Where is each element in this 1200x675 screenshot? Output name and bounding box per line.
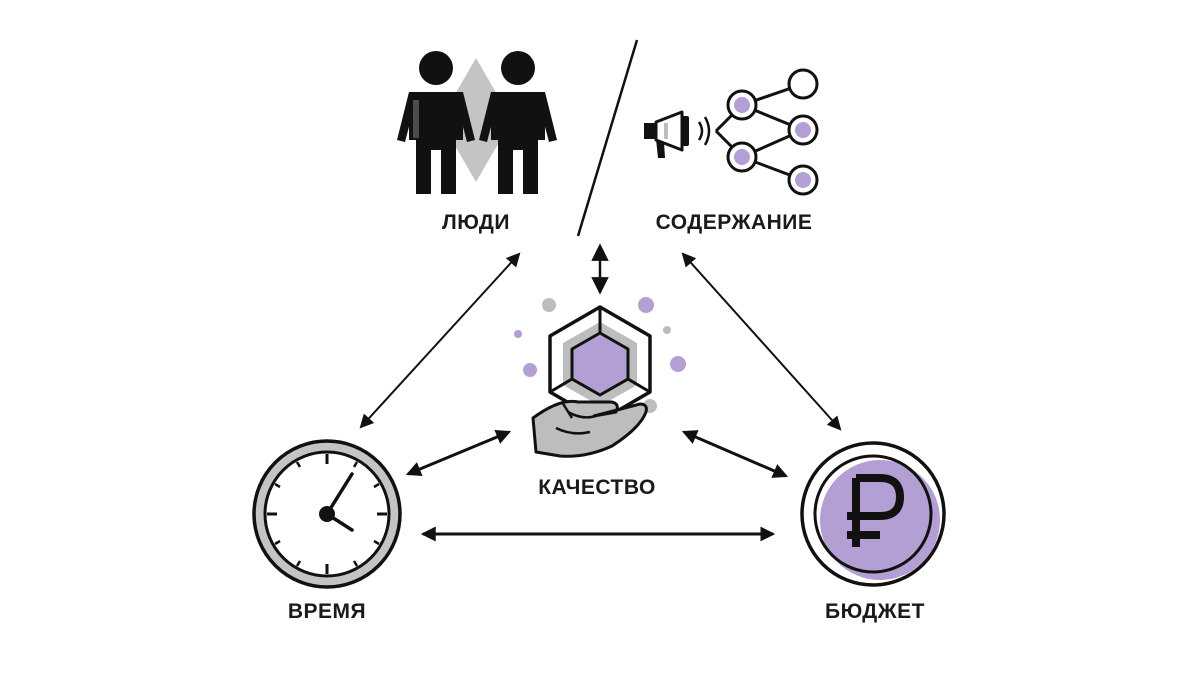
ruble-coin-icon [800,441,946,587]
divider-line [576,39,639,237]
people-icon [397,51,557,194]
arrow-content-budget [681,252,842,431]
hand-holding-hexagon-icon [514,297,686,458]
megaphone-network-icon [644,68,819,196]
label-time: ВРЕМЯ [287,600,367,623]
label-content: СОДЕРЖАНИЕ [655,211,813,234]
clock-icon [252,439,402,589]
label-quality: КАЧЕСТВО [538,476,656,499]
arrow-quality-budget [681,430,789,478]
label-budget: БЮДЖЕТ [824,600,926,623]
arrow-time-quality [405,429,512,477]
label-people: ЛЮДИ [442,211,510,234]
arrow-people-time [359,252,521,429]
